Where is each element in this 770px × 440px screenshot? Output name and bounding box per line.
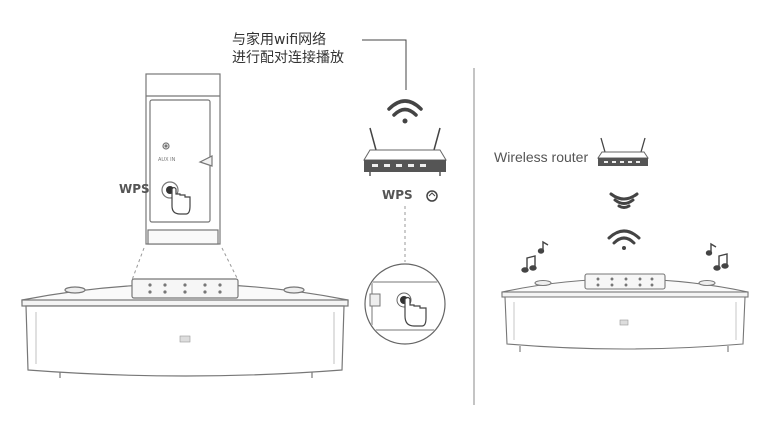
music-note-icon-right <box>705 242 729 271</box>
pairing-caption: 与家用wifi网络 进行配对连接播放 <box>232 31 344 67</box>
router-left <box>363 99 447 202</box>
device-wps-label: WPS <box>119 182 150 196</box>
router-wps-label: WPS <box>382 188 413 202</box>
router-button-zoom <box>364 263 446 345</box>
device-zoom <box>145 73 221 245</box>
aux-in-label: AUX IN <box>158 157 176 163</box>
signal-down-icon <box>609 192 639 209</box>
wifi-signal-icon <box>387 99 423 124</box>
caption-leader-line <box>362 39 407 90</box>
speaker-dock-left <box>21 278 349 378</box>
wireless-router-label: Wireless router <box>494 149 589 165</box>
router-right <box>597 137 649 166</box>
speaker-dock-right <box>501 273 749 352</box>
caption-line-1: 与家用wifi网络 <box>232 32 327 48</box>
wifi-signal-icon-right <box>607 229 641 250</box>
zoom-guide-lines <box>131 247 239 281</box>
music-note-icon <box>521 240 549 273</box>
caption-line-2: 进行配对连接播放 <box>232 50 344 66</box>
wps-refresh-icon <box>426 190 438 202</box>
